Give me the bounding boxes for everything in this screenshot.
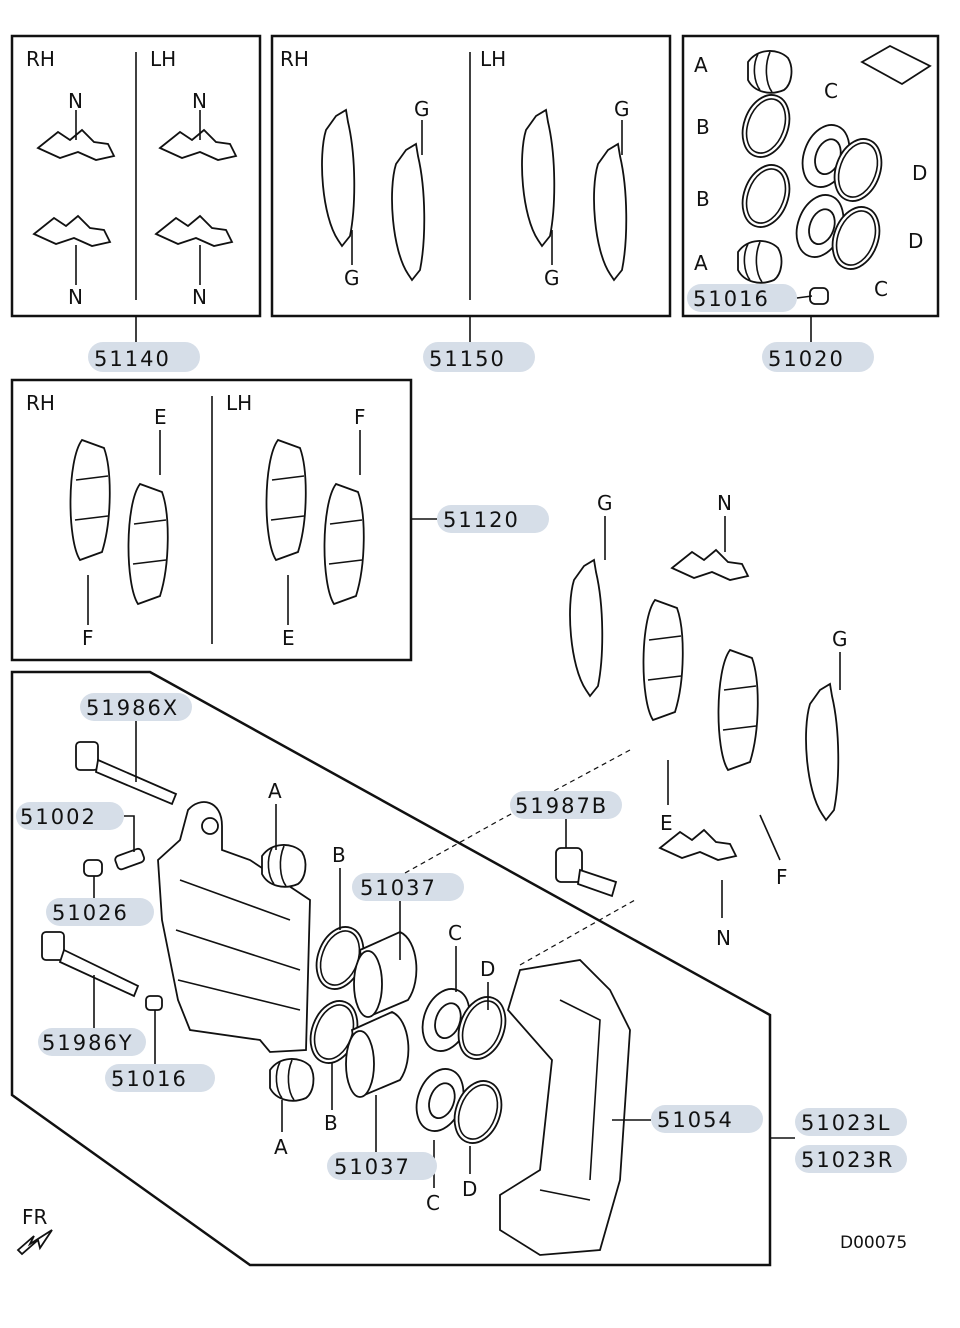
- shim: [805, 683, 840, 821]
- callout-a: A: [694, 251, 708, 275]
- callout-n: N: [192, 285, 207, 309]
- callout-n: N: [192, 89, 207, 113]
- callout-a: A: [274, 1135, 288, 1159]
- part-number-51016[interactable]: 51016: [693, 287, 770, 311]
- brake-pad: [717, 649, 759, 771]
- part-number-51120[interactable]: 51120: [443, 508, 520, 532]
- caliper-assembly-outline: [10, 670, 772, 1267]
- front-direction-label: FR: [22, 1205, 48, 1229]
- part-number-51016[interactable]: 51016: [111, 1067, 188, 1091]
- diagram-code: D00075: [840, 1233, 907, 1253]
- callout-a: A: [694, 53, 708, 77]
- caliper-bolt: [555, 847, 618, 898]
- callout-g: G: [344, 266, 360, 290]
- grease-packet-icon: [860, 44, 932, 86]
- guide-pin-x: [75, 741, 178, 806]
- sleeve: [83, 859, 103, 877]
- sleeve: [809, 287, 829, 305]
- brake-pad: [323, 483, 365, 605]
- label-rh: RH: [26, 391, 55, 415]
- label-rh: RH: [26, 47, 55, 71]
- dust-boot: [269, 1058, 315, 1102]
- callout-f: F: [354, 405, 366, 429]
- part-number-51023r[interactable]: 51023R: [801, 1148, 894, 1172]
- callout-g: G: [832, 627, 848, 651]
- callout-e: E: [154, 405, 167, 429]
- callout-c: C: [874, 277, 888, 301]
- callout-n: N: [68, 89, 83, 113]
- guide-pin-y: [41, 931, 140, 998]
- callout-b: B: [696, 115, 710, 139]
- pad-clip: [159, 129, 237, 161]
- sleeve: [145, 995, 163, 1011]
- callout-d: D: [480, 957, 495, 981]
- part-number-51020[interactable]: 51020: [768, 347, 845, 371]
- pad-clip: [155, 215, 233, 247]
- part-number-51054[interactable]: 51054: [657, 1108, 734, 1132]
- callout-e: E: [660, 811, 673, 835]
- label-lh: LH: [150, 47, 176, 71]
- part-number-51037[interactable]: 51037: [360, 876, 437, 900]
- part-number-51140[interactable]: 51140: [94, 347, 171, 371]
- piston-seal-ring: [733, 157, 799, 235]
- callout-b: B: [696, 187, 710, 211]
- kit-box-51150: [270, 34, 672, 318]
- callout-g: G: [544, 266, 560, 290]
- part-number-51023l[interactable]: 51023L: [801, 1111, 892, 1135]
- callout-n: N: [717, 491, 732, 515]
- pad-clip: [33, 215, 111, 247]
- dust-boot: [261, 844, 307, 888]
- dust-boot: [747, 50, 793, 94]
- label-lh: LH: [480, 47, 506, 71]
- callout-f: F: [82, 626, 94, 650]
- brake-pad: [265, 439, 307, 561]
- callout-e: E: [282, 626, 295, 650]
- shim: [569, 559, 604, 697]
- callout-b: B: [332, 843, 346, 867]
- callout-d: D: [908, 229, 923, 253]
- kit-box-51120: [10, 378, 413, 662]
- brake-pad: [69, 439, 111, 561]
- label-lh: LH: [226, 391, 252, 415]
- callout-c: C: [448, 921, 462, 945]
- part-number-51037[interactable]: 51037: [334, 1155, 411, 1179]
- brake-pad: [127, 483, 169, 605]
- part-number-51986x[interactable]: 51986X: [86, 696, 179, 720]
- part-number-51002[interactable]: 51002: [20, 805, 97, 829]
- callout-b: B: [324, 1111, 338, 1135]
- pad-clip: [671, 549, 749, 581]
- callout-g: G: [614, 97, 630, 121]
- bleeder-screw: [114, 847, 145, 871]
- caliper-body: [157, 801, 311, 1053]
- part-number-51987b[interactable]: 51987B: [515, 794, 608, 818]
- callout-f: F: [776, 865, 788, 889]
- shim: [391, 143, 426, 281]
- front-arrow-icon: [16, 1229, 53, 1256]
- brake-pad: [642, 599, 684, 721]
- callout-d: D: [462, 1177, 477, 1201]
- callout-d: D: [912, 161, 927, 185]
- callout-g: G: [414, 97, 430, 121]
- dust-boot: [737, 240, 783, 284]
- part-number-51986y[interactable]: 51986Y: [42, 1031, 134, 1055]
- part-number-51026[interactable]: 51026: [52, 901, 129, 925]
- callout-n: N: [716, 926, 731, 950]
- shim: [593, 143, 628, 281]
- shim: [321, 109, 356, 247]
- callout-c: C: [824, 79, 838, 103]
- callout-a: A: [268, 779, 282, 803]
- part-number-51150[interactable]: 51150: [429, 347, 506, 371]
- caliper-support-bracket: [499, 959, 631, 1256]
- label-rh: RH: [280, 47, 309, 71]
- piston-seal-ring: [733, 87, 799, 165]
- callout-c: C: [426, 1191, 440, 1215]
- shim: [521, 109, 556, 247]
- callout-g: G: [597, 491, 613, 515]
- callout-n: N: [68, 285, 83, 309]
